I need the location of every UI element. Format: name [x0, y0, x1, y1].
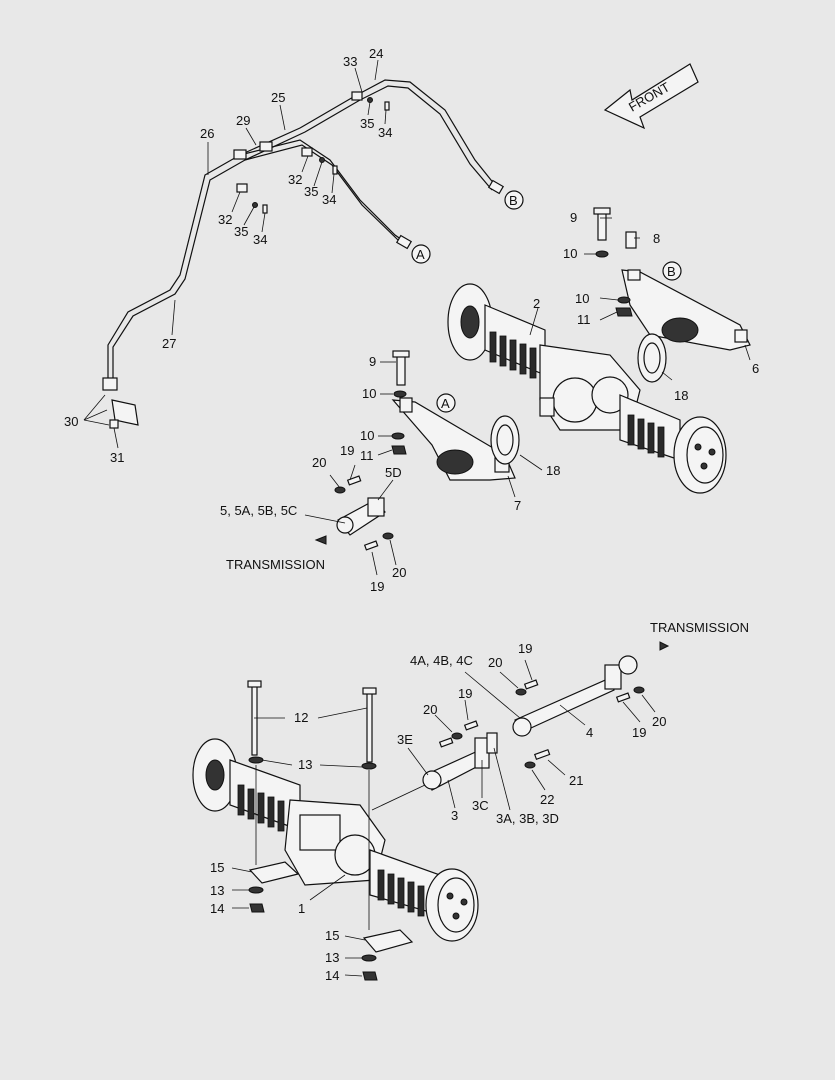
- callout-13b: 13: [210, 883, 224, 898]
- connector-a-upper: [411, 244, 431, 264]
- callout-15a: 15: [210, 860, 224, 875]
- brake-line-leaders: [83, 59, 387, 449]
- callout-32a: 32: [288, 172, 302, 187]
- callout-15b: 15: [325, 928, 339, 943]
- callout-20e: 20: [652, 714, 666, 729]
- connector-a-lower-label: A: [441, 396, 450, 411]
- callout-labels: 33 24 25 29 26 35 34 32 35 34 32 35 34 2…: [64, 46, 759, 983]
- front-arrow: FRONT: [603, 63, 699, 130]
- callout-19d: 19: [458, 686, 472, 701]
- transmission-upper: TRANSMISSION: [226, 557, 325, 572]
- callout-4: 4: [586, 725, 593, 740]
- callout-20b: 20: [392, 565, 406, 580]
- callout-21: 21: [569, 773, 583, 788]
- callout-12: 12: [294, 710, 308, 725]
- transmission-lower: TRANSMISSION: [650, 620, 749, 635]
- callout-20d: 20: [423, 702, 437, 717]
- callout-32b: 32: [218, 212, 232, 227]
- callout-22: 22: [540, 792, 554, 807]
- callout-19e: 19: [632, 725, 646, 740]
- lower-axle-assembly: [192, 680, 479, 981]
- upper-axle-fins-right: [627, 414, 665, 458]
- callout-9a: 9: [570, 210, 577, 225]
- callout-14b: 14: [325, 968, 339, 983]
- callout-11b: 11: [360, 448, 374, 463]
- callout-35a: 35: [360, 116, 374, 131]
- callout-31: 31: [110, 450, 124, 465]
- upper-drive-shaft: [304, 464, 397, 576]
- callout-34b: 34: [322, 192, 336, 207]
- callout-26: 26: [200, 126, 214, 141]
- callout-24: 24: [369, 46, 383, 61]
- callout-5d: 5D: [385, 465, 402, 480]
- callout-2: 2: [533, 296, 540, 311]
- callout-34a: 34: [378, 125, 392, 140]
- callout-34c: 34: [253, 232, 267, 247]
- callout-10d: 10: [360, 428, 374, 443]
- callout-3: 3: [451, 808, 458, 823]
- upper-axle-assembly: [447, 283, 727, 494]
- callout-9b: 9: [369, 354, 376, 369]
- middle-mount: A: [377, 350, 543, 498]
- callout-33: 33: [343, 54, 357, 69]
- callout-13c: 13: [325, 950, 339, 965]
- lower-axle-fins-left: [237, 784, 285, 832]
- brake-lines: B A: [102, 79, 524, 429]
- connector-a-upper-label: A: [416, 247, 425, 262]
- callout-35c: 35: [234, 224, 248, 239]
- lower-axle-fins-right: [377, 869, 425, 917]
- callout-10b: 10: [575, 291, 589, 306]
- callout-19c: 19: [518, 641, 532, 656]
- callout-19a: 19: [340, 443, 354, 458]
- callout-19b: 19: [370, 579, 384, 594]
- callout-6: 6: [752, 361, 759, 376]
- callout-18a: 18: [674, 388, 688, 403]
- connector-b-upper-label: B: [509, 193, 518, 208]
- callout-3e: 3E: [397, 732, 413, 747]
- lower-drive-shafts: [371, 641, 670, 811]
- callout-18b: 18: [546, 463, 560, 478]
- callout-20a: 20: [312, 455, 326, 470]
- callout-3group: 3A, 3B, 3D: [496, 811, 559, 826]
- callout-1: 1: [298, 901, 305, 916]
- callout-5group: 5, 5A, 5B, 5C: [220, 503, 297, 518]
- callout-4group: 4A, 4B, 4C: [410, 653, 473, 668]
- callout-29: 29: [236, 113, 250, 128]
- connector-a-lower: [436, 393, 456, 413]
- callout-27: 27: [162, 336, 176, 351]
- callout-35b: 35: [304, 184, 318, 199]
- callout-13a: 13: [298, 757, 312, 772]
- connector-b-lower-label: B: [667, 264, 676, 279]
- callout-14a: 14: [210, 901, 224, 916]
- callout-10a: 10: [563, 246, 577, 261]
- callout-3c: 3C: [472, 798, 489, 813]
- callout-10c: 10: [362, 386, 376, 401]
- callout-8: 8: [653, 231, 660, 246]
- connector-b-upper: [504, 190, 524, 210]
- callout-20c: 20: [488, 655, 502, 670]
- upper-axle-fins-left: [489, 331, 537, 379]
- callout-25: 25: [271, 90, 285, 105]
- callout-11a: 11: [577, 312, 591, 327]
- connector-b-lower: [662, 261, 682, 281]
- callout-30: 30: [64, 414, 78, 429]
- callout-7: 7: [514, 498, 521, 513]
- upper-right-mount: B: [584, 207, 751, 383]
